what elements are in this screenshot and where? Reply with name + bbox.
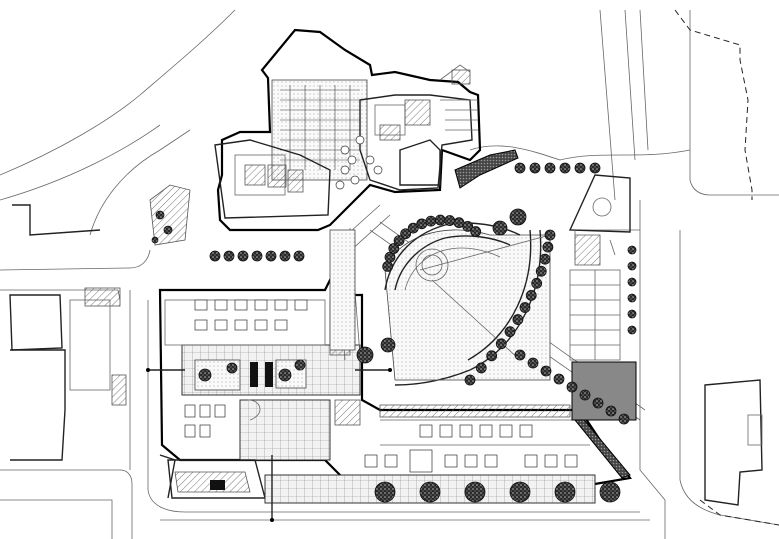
tree-icon — [237, 250, 249, 262]
tree-icon — [531, 277, 543, 289]
tree-icon — [356, 346, 374, 364]
tree-icon — [544, 229, 556, 241]
central-courtyard-building — [158, 278, 633, 492]
diagonal-path — [329, 204, 646, 421]
tree-icon — [163, 225, 173, 235]
tree-icon — [525, 290, 537, 301]
tree-icon — [380, 337, 396, 353]
circular-plaza — [384, 222, 551, 386]
tree-icon — [542, 241, 554, 253]
tree-icon — [519, 302, 531, 313]
tree-icon — [535, 265, 547, 277]
tree-icon — [509, 481, 531, 503]
tree-icon — [514, 349, 526, 361]
tree-icon — [444, 215, 456, 226]
tree-icon — [514, 162, 526, 174]
tree-icon — [540, 365, 552, 377]
tree-icon — [279, 250, 291, 262]
tree-icon — [416, 218, 428, 230]
tree-icon — [512, 314, 524, 325]
tree-icon — [475, 362, 487, 374]
upper-building-complex — [149, 28, 519, 246]
tree-icon — [407, 222, 419, 234]
tree-icon — [492, 220, 508, 236]
streets — [0, 9, 779, 539]
tree-icon — [529, 162, 541, 174]
tree-icon — [574, 162, 586, 174]
access-lines — [146, 368, 392, 522]
tree-icon — [223, 250, 235, 262]
tree-icon — [155, 210, 165, 220]
tree-icon — [464, 481, 486, 503]
tree-icon — [504, 326, 516, 338]
neighbouring-buildings — [9, 9, 779, 526]
tree-icon — [486, 350, 498, 362]
tree-icon — [382, 260, 394, 272]
tree-icon — [579, 389, 591, 401]
tree-icon — [627, 293, 637, 303]
tree-icon — [293, 250, 305, 262]
tree-icon — [464, 374, 476, 386]
tree-icon — [554, 481, 576, 503]
tree-icon — [388, 243, 400, 254]
tree-icon — [495, 338, 507, 350]
tree-icon — [539, 253, 551, 265]
tree-icon — [599, 481, 621, 503]
tree-icon — [553, 373, 565, 385]
tree-icon — [559, 162, 571, 174]
tree-icon — [209, 250, 221, 262]
table-clusters — [335, 135, 383, 190]
tree-icon — [374, 481, 396, 503]
tree-icon — [400, 228, 412, 240]
tree-icon — [419, 481, 441, 503]
seating-grid — [280, 85, 360, 170]
tree-icon — [618, 413, 630, 425]
tree-icon — [509, 208, 527, 226]
tree-icon — [627, 261, 637, 271]
tree-rows — [151, 162, 637, 503]
tree-icon — [627, 325, 637, 335]
tree-icon — [589, 162, 601, 174]
right-parking-strip — [568, 174, 637, 421]
tree-icon — [462, 220, 474, 232]
tree-icon — [605, 405, 617, 417]
tree-icon — [470, 226, 482, 237]
tree-icon — [393, 235, 405, 247]
tree-icon — [592, 397, 604, 409]
tree-icon — [425, 215, 437, 227]
room-tables — [184, 299, 578, 473]
tree-icon — [544, 162, 556, 174]
tree-icon — [151, 236, 159, 244]
tree-icon — [627, 245, 637, 255]
tree-icon — [527, 357, 539, 369]
tree-icon — [251, 250, 263, 262]
tree-icon — [627, 309, 637, 319]
tree-icon — [265, 250, 277, 262]
tree-icon — [566, 381, 578, 393]
tree-icon — [627, 277, 637, 287]
tree-icon — [434, 214, 446, 226]
